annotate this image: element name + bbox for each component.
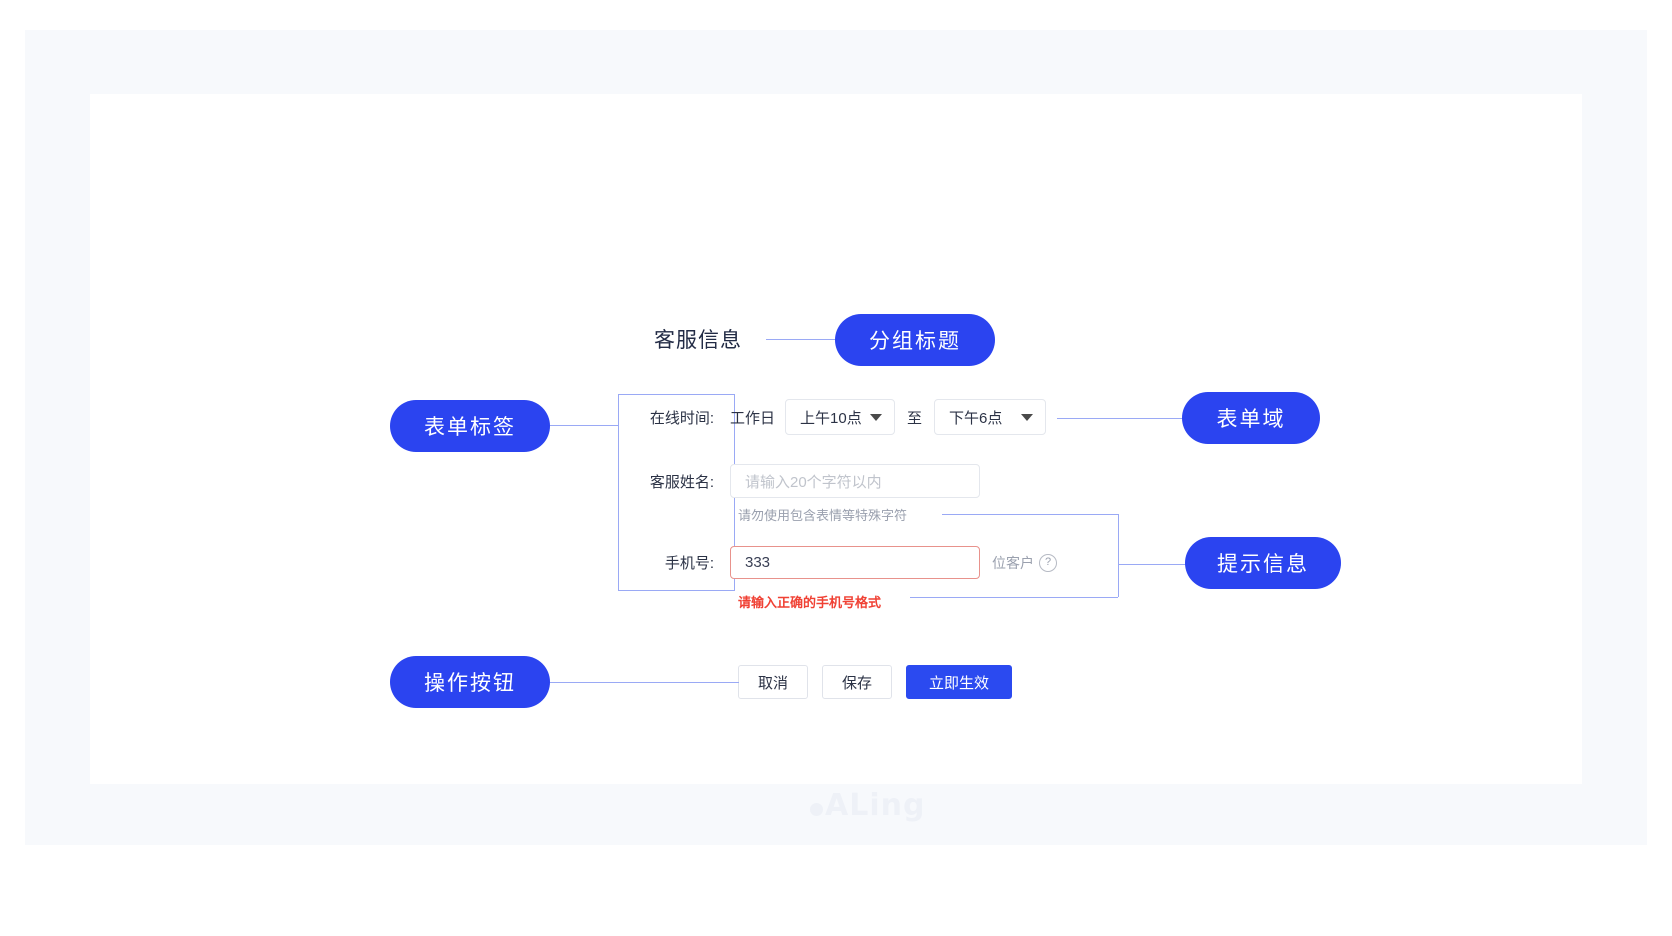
save-button[interactable]: 保存 bbox=[822, 665, 892, 699]
annotation-form-label: 表单标签 bbox=[390, 400, 550, 452]
cancel-button[interactable]: 取消 bbox=[738, 665, 808, 699]
phone-suffix: 位客户 ? bbox=[992, 553, 1057, 573]
agent-name-input[interactable]: 请输入20个字符以内 bbox=[730, 464, 980, 498]
end-time-value: 下午6点 bbox=[949, 409, 1003, 427]
connector-form-field bbox=[1057, 418, 1185, 419]
connector-error bbox=[910, 597, 1118, 598]
watermark: ALing bbox=[810, 788, 925, 823]
connector-tip-vertical bbox=[1118, 514, 1119, 597]
phone-error-text: 请输入正确的手机号格式 bbox=[738, 595, 882, 610]
annotation-form-field: 表单域 bbox=[1182, 392, 1320, 444]
annotation-tip: 提示信息 bbox=[1185, 537, 1341, 589]
chevron-down-icon[interactable] bbox=[1021, 414, 1034, 421]
connector-form-label bbox=[549, 425, 619, 426]
form-row-agent-name: 客服姓名: 请输入20个字符以内 bbox=[618, 464, 980, 498]
label-phone: 手机号: bbox=[664, 555, 714, 572]
label-online-time: 在线时间: bbox=[649, 409, 714, 427]
label-agent-name: 客服姓名: bbox=[649, 473, 714, 491]
agent-name-helper-text: 请勿使用包含表情等特殊字符 bbox=[738, 508, 908, 523]
watermark-dot-icon bbox=[810, 803, 823, 816]
start-time-value: 上午10点 bbox=[800, 409, 862, 427]
group-title: 客服信息 bbox=[654, 329, 742, 352]
form-actions: 取消 保存 立即生效 bbox=[738, 665, 1012, 699]
phone-input[interactable]: 333 bbox=[730, 546, 980, 579]
annotation-actions: 操作按钮 bbox=[390, 656, 550, 708]
annotation-group-title: 分组标题 bbox=[835, 314, 995, 366]
end-time-select[interactable]: 下午6点 bbox=[934, 399, 1047, 435]
question-circle-icon[interactable]: ? bbox=[1039, 553, 1057, 572]
watermark-text: ALing bbox=[825, 788, 926, 823]
weekday-text: 工作日 bbox=[730, 409, 776, 427]
connector-actions bbox=[549, 682, 739, 683]
content-card: ALing 客服信息 在线时间: 工作日 上午10点 至 下午6点 bbox=[90, 94, 1582, 823]
form-row-phone: 手机号: 333 位客户 ? bbox=[618, 546, 1057, 579]
connector-group-title bbox=[766, 339, 848, 340]
connector-helper bbox=[942, 514, 1118, 515]
chevron-down-icon[interactable] bbox=[870, 414, 883, 421]
page-background: ALing 客服信息 在线时间: 工作日 上午10点 至 下午6点 bbox=[25, 30, 1647, 845]
phone-suffix-text: 位客户 bbox=[992, 554, 1034, 571]
apply-button[interactable]: 立即生效 bbox=[906, 665, 1012, 699]
form-row-online-time: 在线时间: 工作日 上午10点 至 下午6点 bbox=[618, 399, 1047, 435]
connector-tip-pill bbox=[1118, 564, 1188, 565]
start-time-select[interactable]: 上午10点 bbox=[785, 399, 896, 435]
between-text: 至 bbox=[907, 409, 923, 427]
